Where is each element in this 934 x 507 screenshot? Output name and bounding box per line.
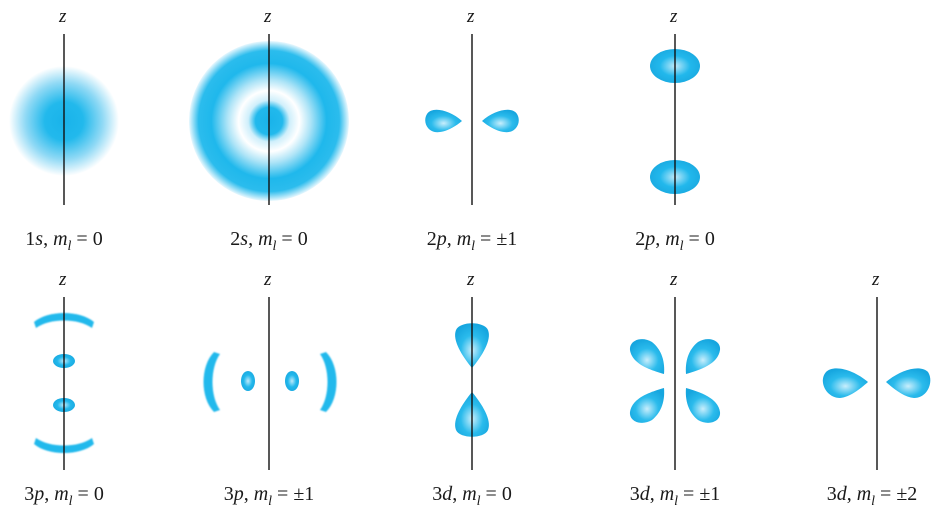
caption-1s-0: 1s, ml = 0	[25, 228, 102, 254]
lobe-left	[425, 110, 462, 132]
z-axis-label: z	[58, 6, 67, 27]
z-axis-label: z	[669, 269, 678, 290]
z-axis-label: z	[263, 6, 272, 27]
caption-3d-1: 3d, ml = ±1	[630, 483, 721, 507]
orbital-3d-2: z 3d, ml = ±2	[823, 269, 930, 507]
caption-2p-0: 2p, ml = 0	[635, 228, 715, 254]
lobe-upper-right	[686, 339, 720, 374]
caption-3d-2: 3d, ml = ±2	[827, 483, 918, 507]
arc-left	[204, 352, 221, 412]
caption-3d-0: 3d, ml = 0	[432, 483, 512, 507]
lobe-upper-left	[630, 339, 664, 374]
z-axis-label: z	[466, 269, 475, 290]
caption-2s-0: 2s, ml = 0	[230, 228, 307, 254]
caption-3p-1: 3p, ml = ±1	[224, 483, 315, 507]
z-axis-label: z	[58, 269, 67, 290]
z-axis-label: z	[466, 6, 475, 27]
lobe-right-inner	[285, 371, 299, 391]
z-axis-label: z	[669, 6, 678, 27]
orbital-2s-0: z 2s, ml = 0	[189, 6, 349, 254]
orbital-3p-1: z 3p, ml = ±1	[204, 269, 337, 507]
orbital-3d-1: z 3d, ml = ±1	[630, 269, 721, 507]
lobe-right	[886, 368, 930, 398]
orbital-1s-0: z 1s, ml = 0	[9, 6, 119, 254]
lobe-lower-left	[630, 388, 664, 423]
orbital-3d-0: z 3d, ml = 0	[432, 269, 512, 507]
z-axis-label: z	[263, 269, 272, 290]
caption-2p-1: 2p, ml = ±1	[427, 228, 518, 254]
z-axis-label: z	[871, 269, 880, 290]
lobe-left-inner	[241, 371, 255, 391]
orbital-2p-0: z 2p, ml = 0	[635, 6, 715, 254]
arc-right	[320, 352, 337, 412]
lobe-right	[482, 110, 519, 132]
orbital-2p-1: z 2p, ml = ±1	[425, 6, 519, 254]
lobe-left	[823, 368, 868, 398]
lobe-lower-right	[686, 388, 720, 423]
orbital-3p-0: z 3p, ml = 0	[24, 269, 104, 507]
caption-3p-0: 3p, ml = 0	[24, 483, 104, 507]
